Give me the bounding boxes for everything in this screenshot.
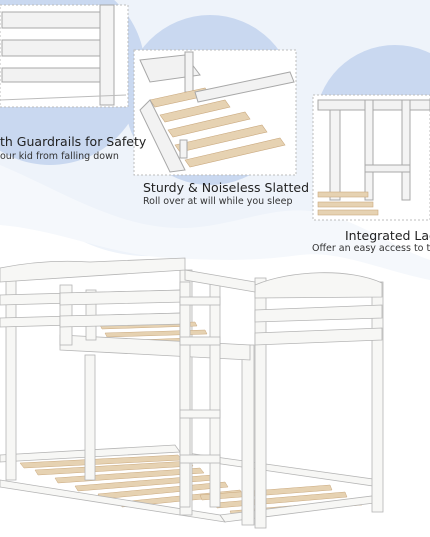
detail-ladder-photo	[312, 94, 430, 221]
detail-guardrail-photo	[0, 4, 129, 108]
feature-2-subtitle: Roll over at will while you sleep	[143, 196, 293, 207]
feature-3-subtitle: Offer an easy access to the u	[312, 243, 430, 254]
feature-1-subtitle: our kid from falling down	[0, 151, 119, 162]
detail-slats-photo	[133, 49, 297, 176]
feature-2-title: Sturdy & Noiseless Slatted	[143, 180, 310, 195]
bunk-bed	[0, 257, 384, 529]
feature-3-title: Integrated Ladd	[345, 228, 430, 243]
background-wave-light	[0, 165, 430, 280]
feature-1-title: th Guardrails for Safety	[0, 134, 147, 149]
